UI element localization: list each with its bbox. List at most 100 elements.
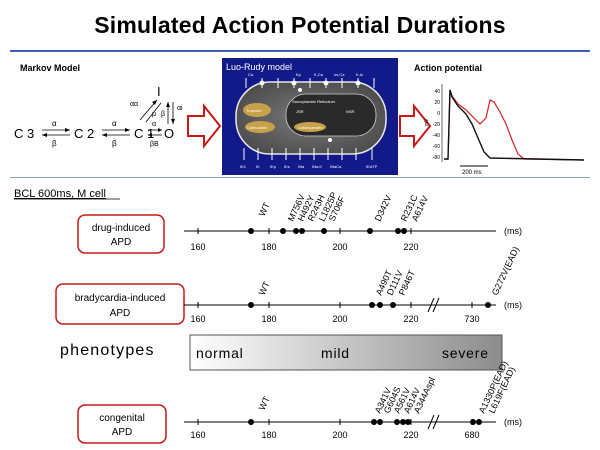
cell-top-label-2: Kp xyxy=(296,72,302,77)
row2-tick-180: 180 xyxy=(261,314,276,324)
markov-state-o: O xyxy=(164,126,174,141)
cell-bottom-label-1: IK1 xyxy=(240,164,247,169)
cell-bottom-label-4: IKs xyxy=(284,164,290,169)
cell-bottom-label-6: INa,K xyxy=(312,164,322,169)
phenotype-mild: mild xyxy=(321,345,350,361)
ap-ytick-m20: -20 xyxy=(433,122,440,128)
rate-alpha-alpha: αα xyxy=(130,101,138,108)
row1-tick-160: 160 xyxy=(190,242,205,252)
luo-rudy-panel: Luo-Rudy model Sarcoplasmic Reticulum JS… xyxy=(222,58,398,175)
phenotypes-scale: phenotypes normal mild severe xyxy=(60,334,503,371)
row-drug-induced: drug-induced APD 160 180 200 220 (ms) WT… xyxy=(77,190,522,254)
row3-units: (ms) xyxy=(504,417,522,427)
rate-beta-4: β xyxy=(161,111,165,118)
title-rule xyxy=(10,50,590,52)
row3-point-a341v xyxy=(371,419,377,425)
row-congenital: congenital APD 160 180 200 220 680 (ms) xyxy=(77,359,522,444)
rate-alpha-3: α xyxy=(152,121,156,128)
row3-point-a614v xyxy=(400,419,406,425)
row1-point-wt xyxy=(248,228,254,234)
markov-model-label: Markov Model xyxy=(20,63,80,73)
flow-arrow-2 xyxy=(399,103,432,149)
row1-mut-d342v: D342V xyxy=(373,194,394,223)
rate-beta-1: β xyxy=(52,139,57,148)
row1-tick-220: 220 xyxy=(403,242,418,252)
cell-top-label-3: K,Ca xyxy=(314,72,324,77)
row1-point-a614v xyxy=(401,228,407,234)
nsr-label: NSR xyxy=(346,109,355,114)
cell-bottom-label-8: IKATP xyxy=(366,164,378,169)
row1-point-l1825p xyxy=(321,228,327,234)
row1-point-m756v xyxy=(280,228,286,234)
ap-ylabel: mV xyxy=(424,118,430,126)
row3-mut-wt: WT xyxy=(257,394,272,411)
condition-label: BCL 600ms, M cell xyxy=(14,188,106,200)
row1-tick-180: 180 xyxy=(261,242,276,252)
cell-bottom-label-5: INa xyxy=(298,164,305,169)
rate-alpha-i: αi xyxy=(177,105,183,112)
row-brady-label-1: bradycardia-induced xyxy=(75,293,166,304)
row-drug-label-1: drug-induced xyxy=(92,223,150,234)
row2-point-g272v xyxy=(485,302,491,308)
row2-tick-220: 220 xyxy=(403,314,418,324)
markov-state-c3: C 3 xyxy=(14,126,34,141)
markov-state-c2: C 2 xyxy=(74,126,94,141)
rate-beta-2: β xyxy=(112,139,117,148)
row3-tick-220: 220 xyxy=(403,430,418,440)
cell-bottom-label-3: IKp xyxy=(270,164,277,169)
luo-rudy-label: Luo-Rudy model xyxy=(226,62,292,72)
phenotypes-label: phenotypes xyxy=(60,342,155,359)
jsr-label: JSR xyxy=(296,109,304,114)
rate-alpha-1: α xyxy=(52,119,57,128)
row2-point-p846t xyxy=(390,302,396,308)
ap-plot: 40 20 0 -20 -40 -60 -80 mV 200 ms xyxy=(424,84,585,176)
cell-top-label-1: Ca xyxy=(248,72,254,77)
row2-point-wt xyxy=(248,302,254,308)
row2-mut-g272v-ead: G272V(EAD) xyxy=(490,245,521,297)
cell-top-label-4: ns,Ca xyxy=(334,72,345,77)
row1-units: (ms) xyxy=(504,226,522,236)
row1-point-r243h xyxy=(299,228,305,234)
row1-point-h492y xyxy=(293,228,299,234)
row3-tick-200: 200 xyxy=(332,430,347,440)
phenotype-normal: normal xyxy=(196,345,244,361)
ap-ytick-40: 40 xyxy=(434,89,440,95)
row1-mut-wt: WT xyxy=(257,200,272,217)
ap-ytick-m80: -80 xyxy=(433,155,440,161)
rate-mu: μ xyxy=(152,111,156,118)
sr-label: Sarcoplasmic Reticulum xyxy=(292,99,336,104)
row3-tick-180: 180 xyxy=(261,430,276,440)
rate-alpha-2: α xyxy=(112,119,117,128)
row3-point-l619f xyxy=(476,419,482,425)
row2-tick-200: 200 xyxy=(332,314,347,324)
calmodulin-label: Calmodulin xyxy=(247,125,267,130)
flow-arrow-1 xyxy=(187,103,222,149)
ap-ytick-m40: -40 xyxy=(433,133,440,139)
cell-bottom-label-2: IK xyxy=(256,164,260,169)
row2-tick-730: 730 xyxy=(464,314,479,324)
row3-tick-160: 160 xyxy=(190,430,205,440)
row2-units: (ms) xyxy=(504,300,522,310)
row3-point-g604s xyxy=(377,419,383,425)
ap-ytick-0: 0 xyxy=(437,111,440,117)
action-potential-label: Action potential xyxy=(414,63,482,73)
row-congenital-label-2: APD xyxy=(112,427,133,438)
troponin-label: Troponin xyxy=(246,108,262,113)
row-congenital-label-1: congenital xyxy=(99,413,145,424)
row1-point-r231c xyxy=(395,228,401,234)
row-brady-label-2: APD xyxy=(110,308,131,319)
ap-ytick-20: 20 xyxy=(434,100,440,106)
ap-scale-bar-label: 200 ms xyxy=(462,170,482,176)
row1-point-d342v xyxy=(367,228,373,234)
markov-diagram: C 3 C 2 C 1 O I α β α β α βΒ αα μ xyxy=(14,84,183,148)
row3-tick-680: 680 xyxy=(464,430,479,440)
row3-point-a561v xyxy=(394,419,400,425)
page-title: Simulated Action Potential Durations xyxy=(94,12,506,38)
row3-point-a344aspl xyxy=(405,419,411,425)
cell-top-label-5: K,lo xyxy=(356,72,364,77)
row3-point-wt xyxy=(248,419,254,425)
row-bradycardia-induced: bradycardia-induced APD 160 180 200 220 … xyxy=(55,245,522,325)
cell-bottom-label-7: INaCa xyxy=(330,164,342,169)
row3-point-a1330p xyxy=(470,419,476,425)
